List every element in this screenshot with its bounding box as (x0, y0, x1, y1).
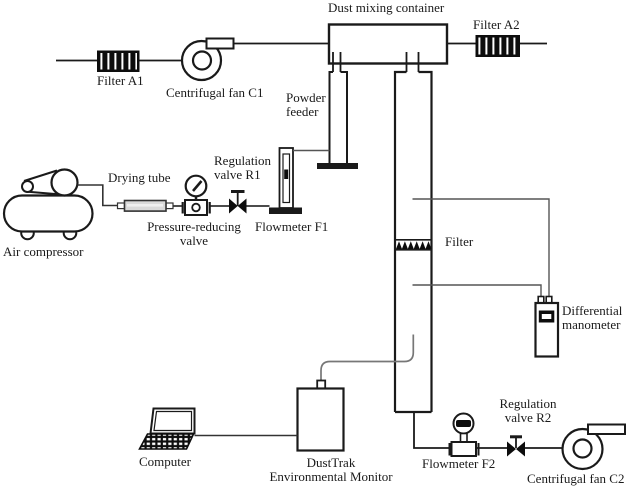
computer-symbol (138, 407, 196, 450)
column-filter-symbol (395, 238, 432, 251)
regulation-valve-r1-symbol (229, 190, 247, 214)
pressure-reducing-valve-symbol (181, 174, 211, 216)
filter-a1-symbol (97, 50, 140, 72)
label-filter-a1: Filter A1 (97, 73, 144, 88)
label-computer: Computer (139, 454, 191, 469)
sampling-tube (320, 334, 415, 381)
top-pipe-lines (56, 42, 547, 62)
dust-mixing-container-symbol (327, 23, 449, 72)
label-centrifugal-fan-c1: Centrifugal fan C1 (166, 85, 264, 100)
manometer-tap-lines (412, 198, 550, 297)
label-dusttrak-monitor: DustTrak Environmental Monitor (269, 455, 393, 485)
label-filter-a2: Filter A2 (473, 17, 520, 32)
label-column-filter: Filter (445, 234, 474, 249)
filter-a2-symbol (475, 35, 520, 57)
label-flowmeter-f2: Flowmeter F2 (422, 456, 496, 471)
regulation-valve-r2-symbol (507, 435, 525, 457)
drying-tube-symbol (116, 199, 174, 212)
label-centrifugal-fan-c2: Centrifugal fan C2 (527, 471, 625, 486)
bottom-pipe-lines (413, 412, 563, 449)
label-drying-tube: Drying tube (108, 170, 171, 185)
flowmeter-f1-symbol (269, 147, 302, 214)
label-regulation-valve-r1: Regulation valve R1 (214, 153, 272, 183)
differential-manometer-symbol (534, 295, 560, 358)
label-powder-feeder: Powder feeder (286, 90, 326, 120)
powder-feeder-symbol (317, 71, 358, 169)
air-compressor-symbol (2, 168, 94, 241)
dusttrak-symbol (296, 379, 345, 452)
label-air-compressor: Air compressor (3, 244, 84, 259)
label-flowmeter-f1: Flowmeter F1 (255, 219, 329, 234)
label-pressure-reducing-valve: Pressure-reducing valve (147, 219, 241, 249)
flowmeter-f2-symbol (448, 412, 480, 457)
label-differential-manometer: Differential manometer (562, 303, 623, 333)
compressor-outlet-pipe (77, 184, 118, 207)
label-dust-mixing-container: Dust mixing container (328, 0, 445, 15)
centrifugal-fan-c1-symbol (180, 37, 235, 82)
label-regulation-valve-r2: Regulation valve R2 (499, 396, 557, 426)
centrifugal-fan-c2-symbol (561, 423, 626, 471)
